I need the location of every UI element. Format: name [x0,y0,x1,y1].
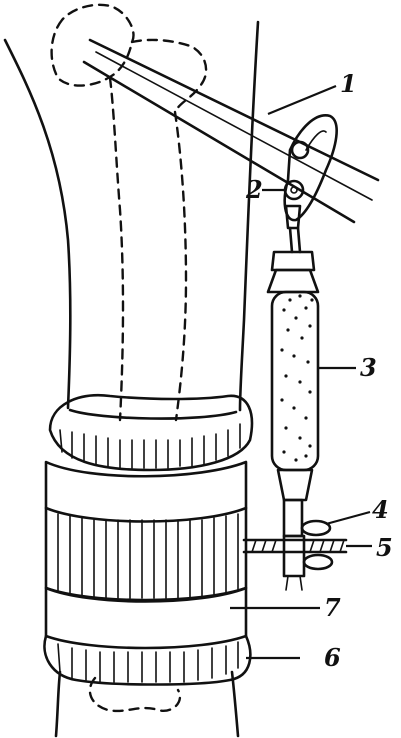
label-4: 4 [372,495,389,524]
femur-bone-outline [52,5,206,711]
label-5: 5 [376,533,393,562]
adjustment-screw [244,540,346,552]
label-3: 3 [360,353,377,382]
pin-clamp-stirrup [285,115,337,252]
rod-stipple [280,294,313,461]
knee-cuff [44,395,251,684]
label-6: 6 [324,643,341,672]
wing-nut [284,521,332,590]
label-1: 1 [340,69,357,98]
telescopic-rod [268,252,318,536]
thigh-outline [5,22,258,736]
traction-pin [84,40,378,222]
label-7: 7 [324,593,341,622]
label-2: 2 [245,175,263,204]
